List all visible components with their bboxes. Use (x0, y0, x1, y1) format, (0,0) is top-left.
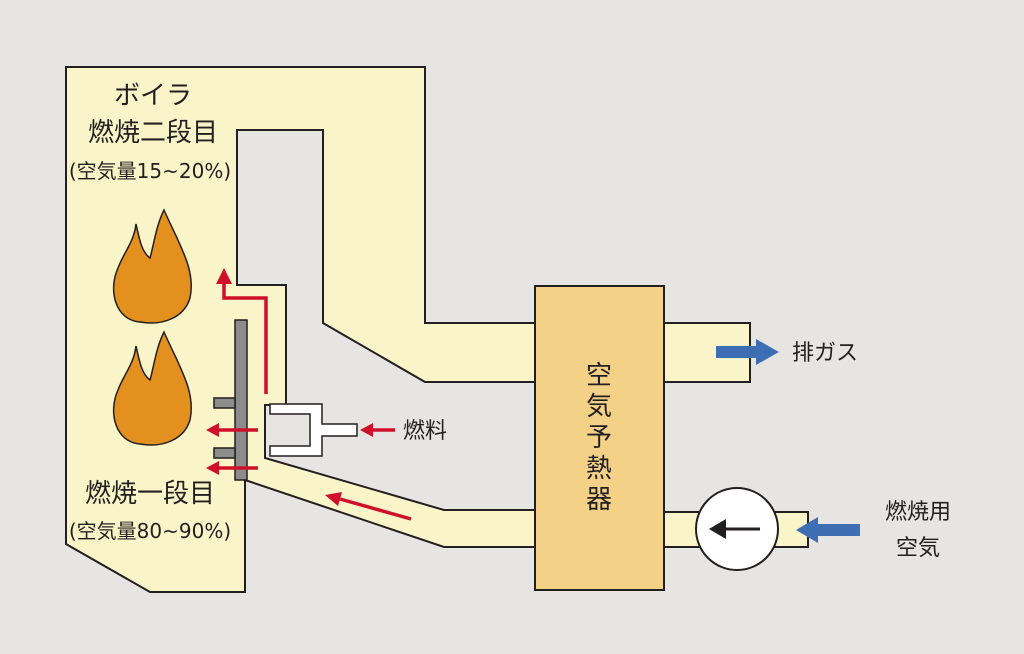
blue-arrow-icon (716, 339, 779, 365)
stage1-air-ratio: (空気量80~90%) (69, 519, 231, 543)
air-preheater (534, 285, 665, 591)
preheater-label-5: 器 (586, 485, 612, 515)
combustion-air-label-2: 空気 (896, 536, 940, 561)
fuel-label: 燃料 (403, 419, 447, 444)
stage1-label: 燃焼一段目 (85, 479, 215, 509)
preheater-label-3: 予 (586, 423, 612, 453)
exhaust-label: 排ガス (792, 341, 858, 366)
red-arrow-icon (339, 497, 412, 521)
combustion-air-label-1: 燃焼用 (885, 500, 951, 525)
blue-arrow-icon (796, 517, 860, 543)
stage2-air-ratio: (空気量15~20%) (69, 159, 231, 183)
boiler-title: ボイラ (114, 81, 192, 111)
preheater-label-1: 空 (586, 361, 612, 391)
fan-icon (695, 487, 779, 571)
fuel-nozzle (269, 403, 358, 457)
flame-icon (112, 330, 192, 446)
preheater-label-4: 熱 (586, 454, 612, 484)
red-arrow-icon (222, 282, 268, 394)
stage2-label: 燃焼二段目 (88, 118, 218, 148)
preheater-label-2: 気 (586, 392, 612, 422)
burner (213, 319, 248, 481)
flame-icon (112, 208, 192, 324)
